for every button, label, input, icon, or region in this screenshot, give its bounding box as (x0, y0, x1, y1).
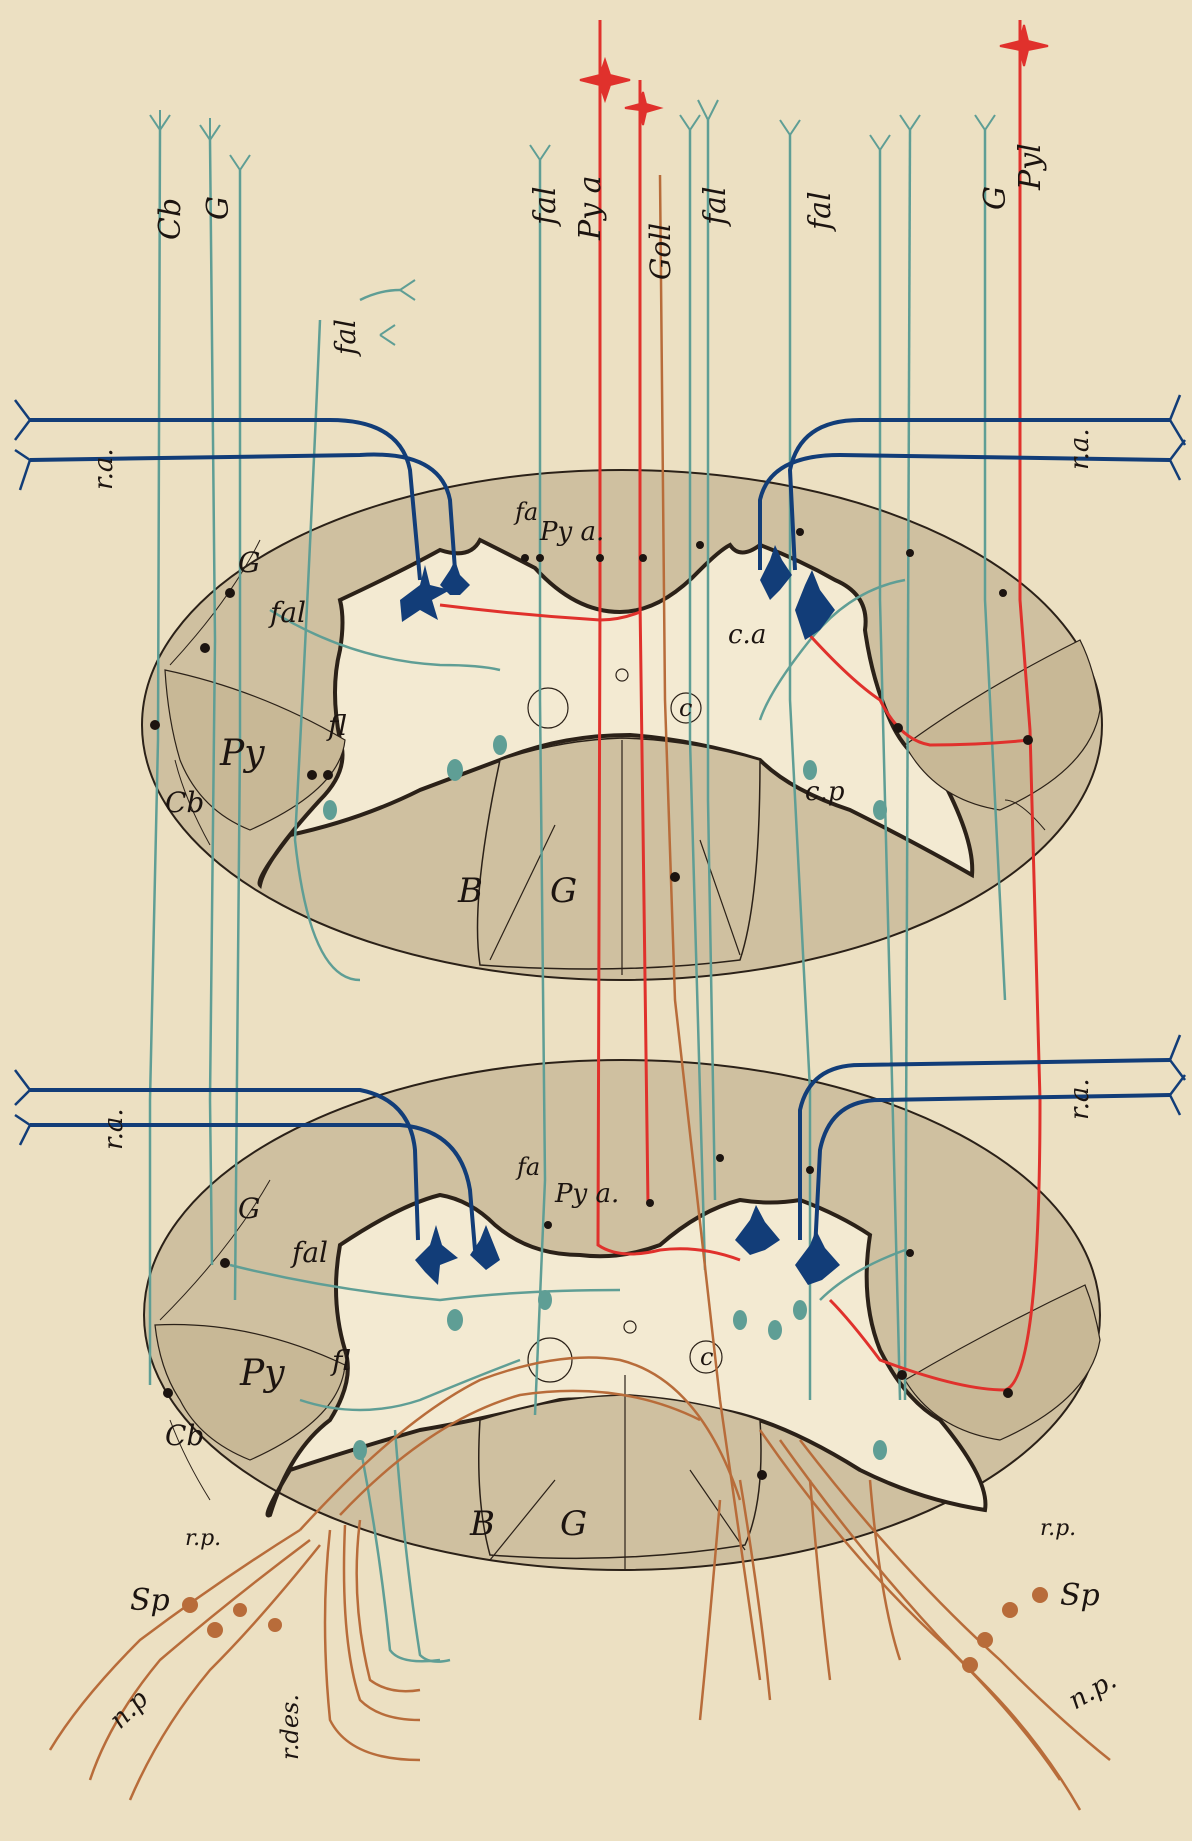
label-lower-fa: fa (515, 1153, 540, 1181)
label-lower-c: c (700, 1343, 713, 1371)
label-lower-fal: fal (290, 1236, 328, 1269)
fibre-lower-root-4 (325, 1530, 420, 1760)
label-lower-g: G (238, 1192, 260, 1225)
label-upper-cp: c.p (805, 777, 845, 807)
label-lower-np-left: n.p (104, 1684, 155, 1735)
fibre-fal-upper-branch (360, 290, 400, 300)
brown-ganglion-cells (182, 1587, 1048, 1673)
label-top-cb: Cb (153, 198, 188, 240)
lower-central-canal (624, 1321, 636, 1333)
label-upper-fal-upper: fal (329, 319, 362, 357)
label-lower-g-post: G (560, 1504, 587, 1544)
red-cell-stars (580, 25, 1048, 125)
fibre-lower-root-6 (357, 1520, 420, 1691)
red-star-2 (625, 92, 660, 125)
label-top-g-right: G (978, 186, 1013, 210)
label-lower-rp-left: r.p. (185, 1526, 221, 1551)
label-upper-fal: fal (268, 596, 306, 629)
label-lower-b: B (469, 1504, 495, 1544)
label-upper-fl: fl (326, 709, 347, 742)
label-upper-g-post: G (550, 871, 577, 911)
label-top-pyl: Pyl (1013, 143, 1048, 191)
label-top-fal-3: fal (803, 191, 838, 232)
upper-central-canal (616, 669, 628, 681)
label-lower-fl: fl (330, 1344, 351, 1377)
label-lower-py-a: Py a. (554, 1179, 619, 1209)
label-upper-fa: fa (513, 498, 538, 526)
label-lower-rp-right: r.p. (1040, 1516, 1076, 1541)
red-star-3 (1000, 25, 1048, 66)
label-upper-g: G (238, 546, 260, 579)
label-top-g: G (201, 196, 236, 220)
lower-section (144, 1060, 1100, 1570)
label-upper-c: c (679, 694, 692, 722)
upper-section (142, 470, 1102, 980)
label-upper-ra-right: r.a. (1065, 428, 1095, 470)
label-lower-np-right: n.p. (1064, 1665, 1122, 1716)
label-upper-b: B (457, 871, 483, 911)
label-lower-rdes: r.des. (276, 1694, 304, 1760)
label-lower-sp-right: Sp (1060, 1578, 1100, 1613)
label-upper-cb: Cb (165, 786, 204, 819)
label-lower-py: Py (239, 1353, 285, 1394)
label-top-fal-1: fal (528, 186, 563, 227)
upper-posterior-columns (478, 738, 761, 969)
label-lower-cb: Cb (165, 1419, 204, 1452)
label-upper-ca: c.a (728, 620, 766, 650)
label-lower-ra-left: r.a. (99, 1108, 129, 1150)
label-upper-py-a: Py a. (539, 517, 604, 547)
label-lower-sp-left: Sp (130, 1583, 170, 1618)
label-upper-py: Py (219, 733, 265, 774)
red-star-1 (580, 60, 630, 100)
label-top-py-a: Py a (573, 175, 608, 241)
label-top-goll: Goll (644, 223, 677, 280)
label-top-fal-2: fal (698, 186, 733, 227)
lower-posterior-columns (479, 1395, 761, 1558)
label-lower-ra-right: r.a. (1065, 1078, 1095, 1120)
label-upper-ra-left: r.a. (89, 448, 119, 490)
